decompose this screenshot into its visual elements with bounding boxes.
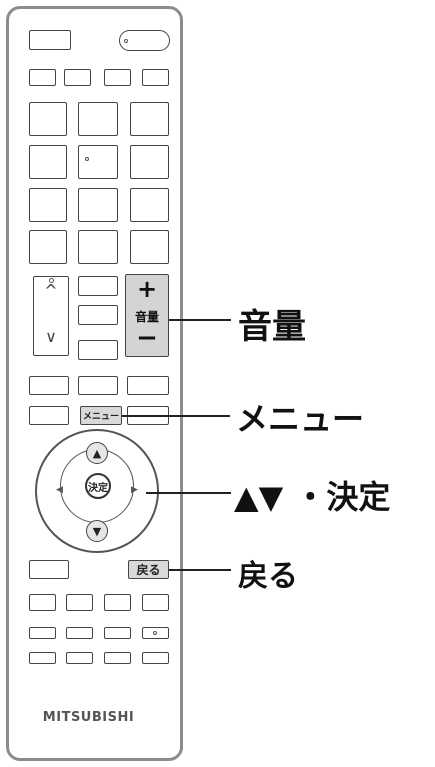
- volume-label: 音量: [134, 310, 159, 324]
- small-button-10[interactable]: [66, 652, 93, 664]
- small-button-dot: [153, 631, 157, 635]
- back-callout-line: [169, 569, 231, 571]
- small-button-11[interactable]: [104, 652, 131, 664]
- function-button-2[interactable]: [78, 376, 118, 395]
- middle-button-2[interactable]: [78, 305, 118, 325]
- right-arrow-icon[interactable]: ▶: [131, 485, 138, 495]
- arrows-ok-callout: ▲▼ ・決定: [234, 478, 391, 516]
- number-button-9[interactable]: [130, 188, 169, 222]
- number-five-dot: [85, 157, 89, 161]
- color-button-3[interactable]: [104, 69, 131, 86]
- power-indicator-dot: [124, 39, 128, 43]
- middle-button-1[interactable]: [78, 276, 118, 296]
- number-button-11[interactable]: [78, 230, 118, 264]
- number-button-10[interactable]: [29, 230, 67, 264]
- up-arrow-button[interactable]: ▲: [86, 442, 108, 464]
- power-button[interactable]: [119, 30, 170, 51]
- small-button-6[interactable]: [66, 627, 93, 639]
- color-button-2[interactable]: [64, 69, 91, 86]
- number-button-6[interactable]: [130, 145, 169, 179]
- number-button-5[interactable]: [78, 145, 118, 179]
- number-button-12[interactable]: [130, 230, 169, 264]
- channel-dot: [49, 278, 54, 283]
- input-button[interactable]: [29, 30, 71, 50]
- menu-callout: メニュー: [236, 400, 365, 438]
- function-button-3[interactable]: [127, 376, 169, 395]
- down-arrow-button[interactable]: ▼: [86, 520, 108, 542]
- menu-button[interactable]: メニュー: [80, 406, 122, 425]
- small-button-1[interactable]: [29, 594, 56, 611]
- channel-up-icon[interactable]: ^: [44, 281, 58, 300]
- channel-down-icon[interactable]: ∨: [45, 327, 57, 346]
- middle-button-3[interactable]: [78, 340, 118, 360]
- small-button-2[interactable]: [66, 594, 93, 611]
- number-button-3[interactable]: [130, 102, 169, 136]
- color-button-4[interactable]: [142, 69, 169, 86]
- volume-callout-line: [169, 319, 231, 321]
- small-button-12[interactable]: [142, 652, 169, 664]
- volume-down-icon[interactable]: −: [136, 323, 158, 353]
- function-button-4[interactable]: [29, 406, 69, 425]
- number-button-2[interactable]: [78, 102, 118, 136]
- volume-callout: 音量: [238, 307, 306, 347]
- back-callout: 戻る: [238, 559, 298, 594]
- channel-rocker[interactable]: ^ ∨: [33, 276, 69, 356]
- small-button-4[interactable]: [142, 594, 169, 611]
- small-button-7[interactable]: [104, 627, 131, 639]
- menu-callout-line: [122, 415, 230, 417]
- ok-button[interactable]: 決定: [85, 473, 111, 499]
- small-button-5[interactable]: [29, 627, 56, 639]
- volume-up-icon[interactable]: +: [136, 275, 158, 303]
- small-button-3[interactable]: [104, 594, 131, 611]
- back-button[interactable]: 戻る: [128, 560, 169, 579]
- left-arrow-icon[interactable]: ◀: [56, 485, 63, 495]
- number-button-8[interactable]: [78, 188, 118, 222]
- number-button-1[interactable]: [29, 102, 67, 136]
- small-button-8[interactable]: [142, 627, 169, 639]
- brand-logo: MITSUBISHI: [42, 710, 135, 725]
- function-button-6[interactable]: [29, 560, 69, 579]
- small-button-9[interactable]: [29, 652, 56, 664]
- dpad-callout-line: [146, 492, 231, 494]
- volume-rocker[interactable]: + 音量 −: [125, 274, 169, 357]
- function-button-1[interactable]: [29, 376, 69, 395]
- number-button-7[interactable]: [29, 188, 67, 222]
- number-button-4[interactable]: [29, 145, 67, 179]
- color-button-1[interactable]: [29, 69, 56, 86]
